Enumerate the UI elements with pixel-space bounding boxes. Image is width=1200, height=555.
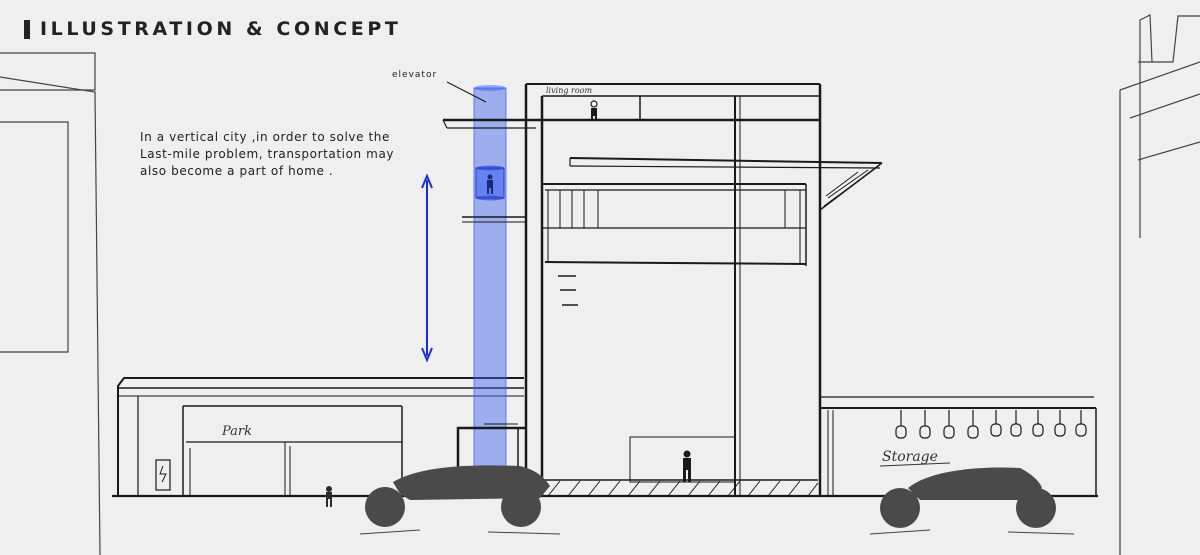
ground-floor-lobby xyxy=(544,436,819,497)
caption-line-1: In a vertical city ,in order to solve th… xyxy=(140,130,390,144)
living-room-floor xyxy=(442,118,820,129)
elevator-landing-ledge xyxy=(462,216,525,223)
park-building xyxy=(117,377,524,496)
vehicle-right xyxy=(869,467,1075,535)
page-title: ILLUSTRATION & CONCEPT xyxy=(40,18,402,40)
header-marker-bar xyxy=(24,19,30,39)
caption-line-2: Last-mile problem, transportation may xyxy=(140,147,395,161)
park-pedestrian-figure xyxy=(326,486,332,507)
concept-caption: In a vertical city ,in order to solve th… xyxy=(140,129,440,180)
section-header: ILLUSTRATION & CONCEPT xyxy=(24,18,401,40)
main-tower-frame xyxy=(524,83,822,496)
elevator-passenger-figure xyxy=(487,174,493,194)
elevator-shaft xyxy=(473,85,507,499)
storage-building xyxy=(820,396,1097,496)
park-label: Park xyxy=(221,424,252,439)
vehicle-left xyxy=(359,465,561,535)
lobby-person-figure xyxy=(683,450,691,482)
elevator-label: elevator xyxy=(392,70,437,80)
living-room-label: living room xyxy=(546,86,592,95)
wall-dash-marks xyxy=(558,275,578,306)
left-background-building xyxy=(0,52,101,555)
storage-label: Storage xyxy=(882,449,938,465)
living-room-person-figure xyxy=(590,100,598,120)
elevator-leader-line xyxy=(446,81,487,103)
right-background-building xyxy=(1119,14,1200,555)
caption-line-3: also become a part of home . xyxy=(140,164,334,178)
upper-room-box xyxy=(542,183,807,266)
vertical-movement-arrow xyxy=(421,173,433,363)
storage-hanging-items xyxy=(895,410,1087,439)
storage-label-underline xyxy=(879,462,951,467)
cantilever-canopy xyxy=(569,157,883,211)
